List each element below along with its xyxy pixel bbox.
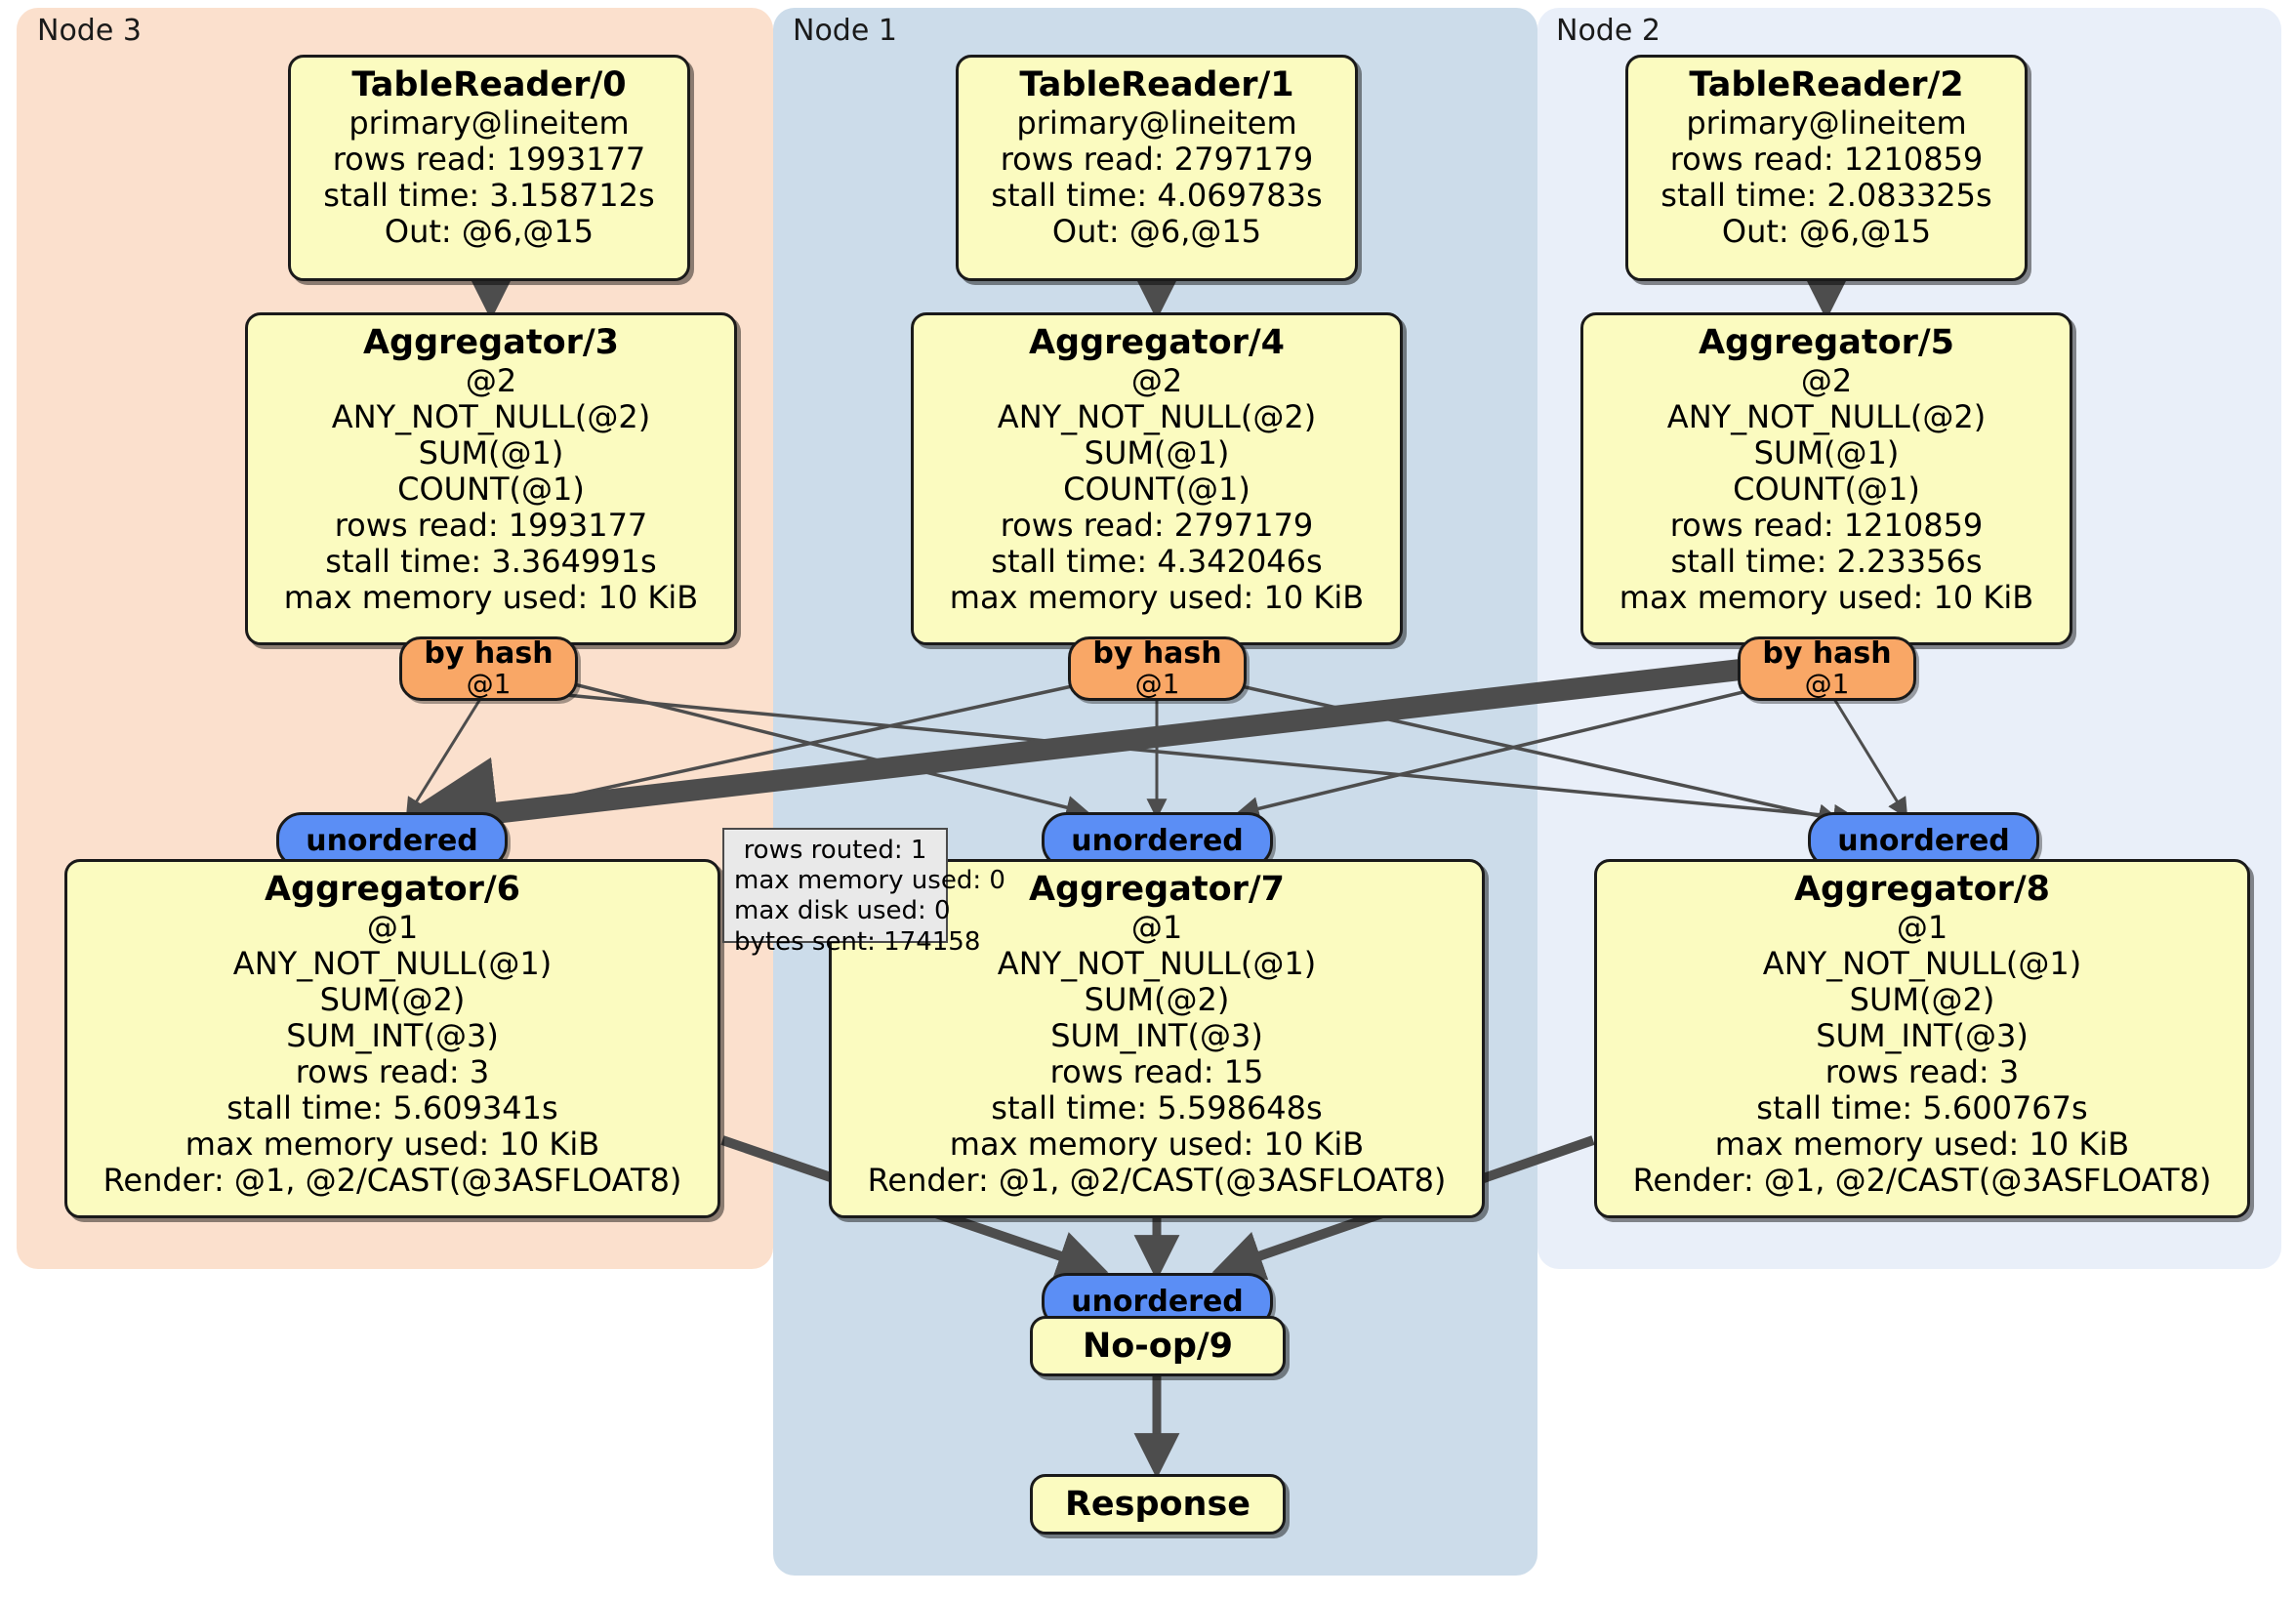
processor-line: ANY_NOT_NULL(@1)	[997, 944, 1317, 982]
processor-aggregator-6[interactable]: Aggregator/6 @1 ANY_NOT_NULL(@1) SUM(@2)…	[64, 859, 720, 1218]
processor-aggregator-8[interactable]: Aggregator/8 @1 ANY_NOT_NULL(@1) SUM(@2)…	[1594, 859, 2250, 1218]
processor-line: @1	[366, 908, 419, 946]
processor-title: TableReader/0	[351, 65, 627, 104]
processor-line: ANY_NOT_NULL(@2)	[331, 397, 651, 435]
stats-line: max memory used: 0	[734, 866, 1005, 896]
processor-title: TableReader/1	[1019, 65, 1294, 104]
processor-line: rows read: 15	[1049, 1053, 1264, 1091]
processor-line: COUNT(@1)	[397, 470, 585, 508]
processor-line: @2	[1800, 361, 1853, 399]
processor-line: stall time: 4.342046s	[991, 543, 1323, 581]
processor-aggregator-4[interactable]: Aggregator/4 @2 ANY_NOT_NULL(@2) SUM(@1)…	[911, 312, 1403, 645]
processor-line: rows read: 1210859	[1669, 140, 1984, 178]
processor-line: SUM(@1)	[1753, 433, 1900, 471]
processor-line: Out: @6,@15	[1721, 212, 1932, 250]
processor-table-reader-2[interactable]: TableReader/2 primary@lineitem rows read…	[1625, 55, 2028, 281]
processor-title: Aggregator/4	[1028, 323, 1286, 362]
processor-line: @1	[1896, 908, 1948, 946]
router-title: by hash	[1762, 636, 1892, 672]
router-title: by hash	[424, 636, 554, 672]
processor-line: rows read: 1993177	[332, 140, 646, 178]
processor-line: rows read: 2797179	[1000, 507, 1314, 545]
processor-title: Aggregator/7	[1028, 870, 1286, 909]
cluster-label-node-3: Node 3	[37, 14, 142, 48]
processor-line: Out: @6,@15	[384, 212, 594, 250]
stats-line: max disk used: 0	[734, 896, 951, 926]
processor-line: stall time: 3.158712s	[323, 176, 655, 214]
processor-line: SUM_INT(@3)	[1816, 1016, 2029, 1054]
processor-title: Aggregator/6	[264, 870, 521, 909]
processor-line: primary@lineitem	[348, 103, 630, 142]
processor-aggregator-3[interactable]: Aggregator/3 @2 ANY_NOT_NULL(@2) SUM(@1)…	[245, 312, 737, 645]
processor-line: stall time: 5.600767s	[1756, 1089, 2088, 1127]
processor-title: TableReader/2	[1689, 65, 1964, 104]
processor-line: SUM(@1)	[418, 433, 564, 471]
processor-title: Response	[1064, 1484, 1251, 1524]
router-by-hash-center[interactable]: by hash @1	[1068, 636, 1247, 701]
processor-line: SUM(@2)	[1084, 980, 1230, 1018]
router-column: @1	[1134, 668, 1180, 701]
processor-table-reader-1[interactable]: TableReader/1 primary@lineitem rows read…	[956, 55, 1358, 281]
processor-line: max memory used: 10 KiB	[283, 579, 699, 617]
processor-title: Aggregator/8	[1793, 870, 2051, 909]
processor-line: SUM_INT(@3)	[286, 1016, 499, 1054]
router-stats-box: rows routed: 1 max memory used: 0 max di…	[722, 828, 1005, 957]
processor-line: Out: @6,@15	[1051, 212, 1262, 250]
processor-aggregator-5[interactable]: Aggregator/5 @2 ANY_NOT_NULL(@2) SUM(@1)…	[1580, 312, 2072, 645]
processor-line: ANY_NOT_NULL(@2)	[997, 397, 1317, 435]
processor-line: @2	[465, 361, 517, 399]
processor-line: @2	[1130, 361, 1183, 399]
router-by-hash-right[interactable]: by hash @1	[1738, 636, 1916, 701]
processor-line: rows read: 2797179	[1000, 140, 1314, 178]
processor-line: ANY_NOT_NULL(@2)	[1666, 397, 1987, 435]
processor-line: stall time: 5.598648s	[991, 1089, 1323, 1127]
processor-line: rows read: 3	[1824, 1053, 2020, 1091]
processor-line: @1	[1130, 908, 1183, 946]
processor-line: primary@lineitem	[1016, 103, 1297, 142]
processor-line: Render: @1, @2/CAST(@3ASFLOAT8)	[102, 1162, 682, 1200]
processor-line: primary@lineitem	[1686, 103, 1967, 142]
processor-line: max memory used: 10 KiB	[184, 1126, 600, 1164]
processor-line: SUM(@1)	[1084, 433, 1230, 471]
processor-line: max memory used: 10 KiB	[949, 579, 1365, 617]
processor-line: max memory used: 10 KiB	[1619, 579, 2034, 617]
processor-line: rows read: 3	[295, 1053, 490, 1091]
processor-line: max memory used: 10 KiB	[1714, 1126, 2130, 1164]
processor-no-op-9[interactable]: No-op/9	[1030, 1316, 1286, 1376]
processor-line: ANY_NOT_NULL(@1)	[232, 944, 553, 982]
processor-line: COUNT(@1)	[1733, 470, 1920, 508]
processor-title: No-op/9	[1082, 1326, 1234, 1366]
stream-unordered-right[interactable]: unordered	[1808, 812, 2039, 869]
processor-line: rows read: 1210859	[1669, 507, 1984, 545]
processor-line: SUM(@2)	[1849, 980, 1995, 1018]
processor-table-reader-0[interactable]: TableReader/0 primary@lineitem rows read…	[288, 55, 690, 281]
processor-line: stall time: 2.083325s	[1660, 176, 1992, 214]
processor-line: SUM_INT(@3)	[1050, 1016, 1263, 1054]
router-column: @1	[466, 668, 512, 701]
processor-line: Render: @1, @2/CAST(@3ASFLOAT8)	[867, 1162, 1447, 1200]
processor-line: COUNT(@1)	[1063, 470, 1250, 508]
processor-line: stall time: 5.609341s	[226, 1089, 558, 1127]
processor-response[interactable]: Response	[1030, 1474, 1286, 1535]
processor-line: Render: @1, @2/CAST(@3ASFLOAT8)	[1632, 1162, 2212, 1200]
processor-aggregator-7[interactable]: Aggregator/7 @1 ANY_NOT_NULL(@1) SUM(@2)…	[829, 859, 1485, 1218]
processor-title: Aggregator/5	[1698, 323, 1955, 362]
processor-line: stall time: 4.069783s	[991, 176, 1323, 214]
stats-line: rows routed: 1	[743, 836, 927, 865]
router-column: @1	[1804, 668, 1850, 701]
processor-line: stall time: 2.23356s	[1670, 543, 1983, 581]
router-title: by hash	[1092, 636, 1222, 672]
processor-line: rows read: 1993177	[334, 507, 648, 545]
cluster-label-node-2: Node 2	[1556, 14, 1660, 48]
processor-line: max memory used: 10 KiB	[949, 1126, 1365, 1164]
cluster-label-node-1: Node 1	[793, 14, 897, 48]
stats-line: bytes sent: 174158	[734, 926, 981, 957]
router-by-hash-left[interactable]: by hash @1	[399, 636, 578, 701]
processor-line: ANY_NOT_NULL(@1)	[1762, 944, 2082, 982]
processor-line: stall time: 3.364991s	[325, 543, 657, 581]
processor-title: Aggregator/3	[362, 323, 620, 362]
processor-line: SUM(@2)	[319, 980, 466, 1018]
